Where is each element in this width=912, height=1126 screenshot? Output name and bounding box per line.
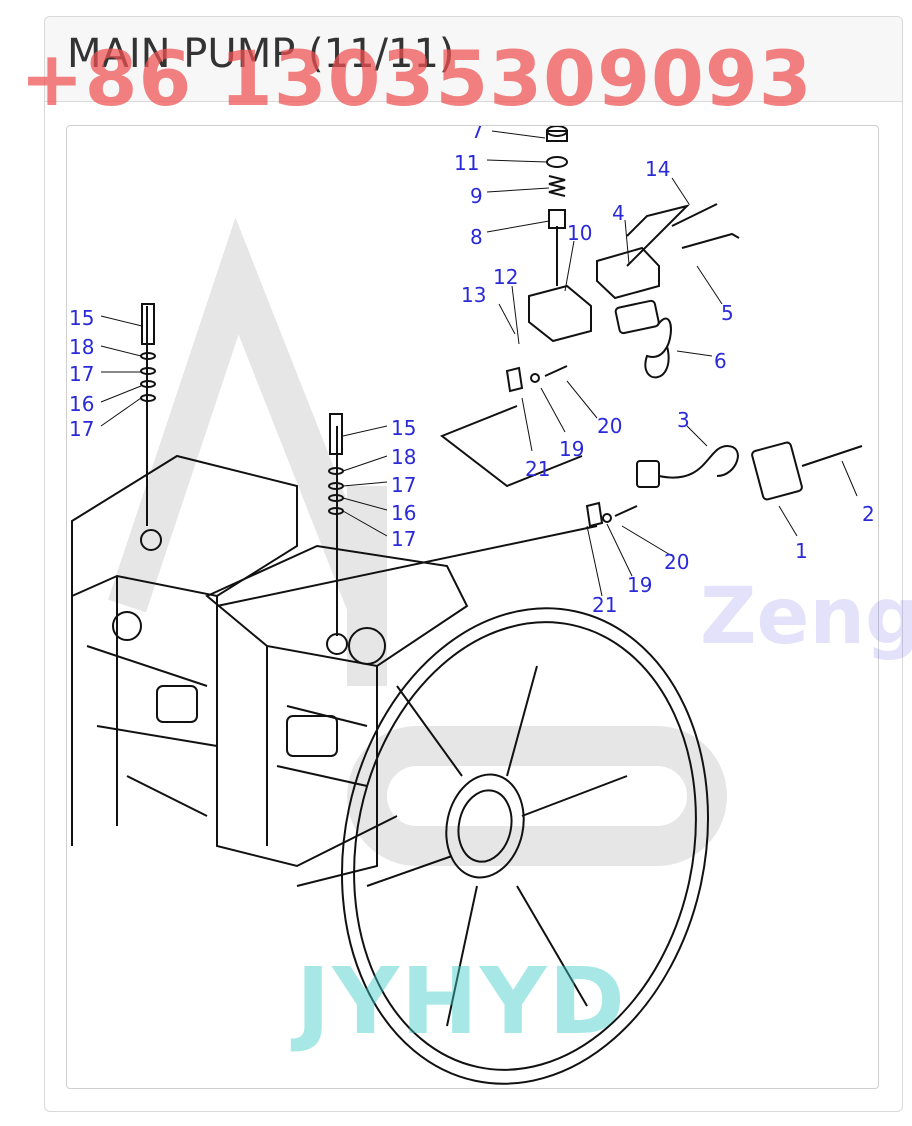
callout-16-left: 16 xyxy=(69,392,94,416)
phone-watermark: +86 13035309093 xyxy=(20,34,813,123)
callout-21-lower: 21 xyxy=(592,593,617,617)
callout-3: 3 xyxy=(677,408,690,432)
callout-7: 7 xyxy=(471,126,484,143)
brand-watermark-bottom: JYHYD xyxy=(296,948,627,1055)
callout-12: 12 xyxy=(493,265,518,289)
callout-20-lower: 20 xyxy=(664,550,689,574)
callout-15-mid: 15 xyxy=(391,416,416,440)
callout-17-left-b: 17 xyxy=(69,417,94,441)
callout-labels: 7 11 9 8 10 14 4 5 6 12 13 20 19 21 3 2 … xyxy=(69,126,875,617)
pump-body-drawing xyxy=(71,454,469,887)
valve-parts-drawing xyxy=(140,126,863,636)
callout-4: 4 xyxy=(612,201,625,225)
callout-13: 13 xyxy=(461,283,486,307)
callout-21-upper: 21 xyxy=(525,457,550,481)
parts-diagram: 7 11 9 8 10 14 4 5 6 12 13 20 19 21 3 2 … xyxy=(66,125,879,1089)
callout-19-upper: 19 xyxy=(559,437,584,461)
callout-6: 6 xyxy=(714,349,727,373)
callout-20-upper: 20 xyxy=(597,414,622,438)
leader-lines xyxy=(100,130,858,597)
callout-15-left: 15 xyxy=(69,306,94,330)
callout-5: 5 xyxy=(721,301,734,325)
callout-19-lower: 19 xyxy=(627,573,652,597)
diagram-svg: 7 11 9 8 10 14 4 5 6 12 13 20 19 21 3 2 … xyxy=(69,126,875,1085)
flywheel-drawing xyxy=(340,607,710,1085)
callout-17-left-a: 17 xyxy=(69,362,94,386)
callout-2: 2 xyxy=(862,502,875,526)
callout-10: 10 xyxy=(567,221,592,245)
callout-14: 14 xyxy=(645,157,670,181)
callout-8: 8 xyxy=(470,225,483,249)
callout-9: 9 xyxy=(470,184,483,208)
callout-18-left: 18 xyxy=(69,335,94,359)
callout-1: 1 xyxy=(795,539,808,563)
page-title: MAIN PUMP (11/11) xyxy=(67,31,455,77)
callout-11: 11 xyxy=(454,151,479,175)
callout-18-mid: 18 xyxy=(391,445,416,469)
callout-16-mid: 16 xyxy=(391,501,416,525)
brand-watermark-right: Zeng xyxy=(700,572,912,662)
card-header: MAIN PUMP (11/11) xyxy=(45,17,902,102)
callout-17-mid-b: 17 xyxy=(391,527,416,551)
callout-17-mid-a: 17 xyxy=(391,473,416,497)
